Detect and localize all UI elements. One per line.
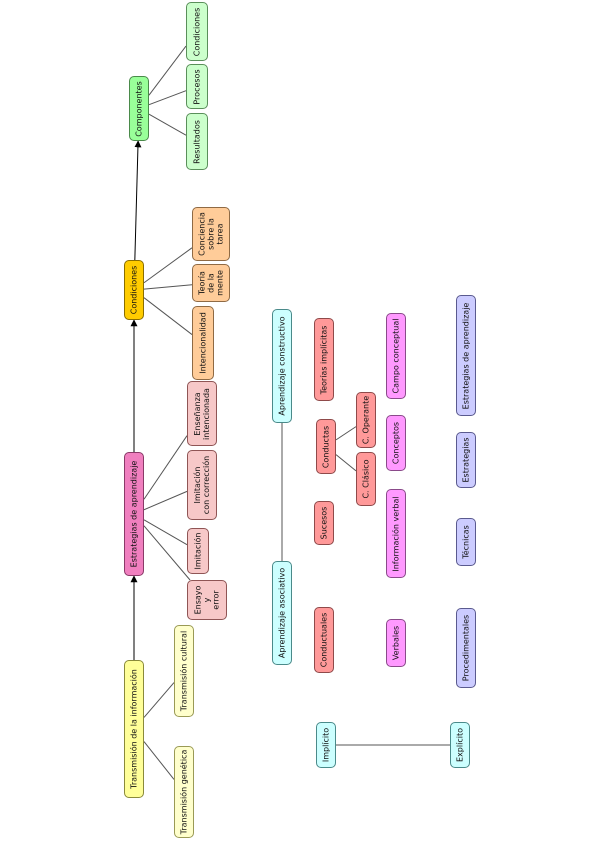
node-implicito[interactable]: Implícito xyxy=(316,722,336,768)
node-label: Campo conceptual xyxy=(391,318,401,394)
node-procedimentales[interactable]: Procedimentales xyxy=(456,608,476,688)
node-transmision-informacion[interactable]: Transmisión de la información xyxy=(124,660,144,798)
node-label: C. Clásico xyxy=(361,459,371,499)
node-label: Estrategias xyxy=(461,437,471,483)
node-label: Estrategias de aprendizaje xyxy=(129,460,139,568)
node-conceptos[interactable]: Conceptos xyxy=(386,415,406,471)
node-label: Implícito xyxy=(321,727,331,763)
edge-transmision_informacion-transmision_cultural xyxy=(143,682,175,718)
node-label: Transmisión genética xyxy=(179,749,189,835)
node-teoria-mente[interactable]: Teoría de la mente xyxy=(192,264,230,302)
node-label: C. Operante xyxy=(361,395,371,445)
node-imitacion[interactable]: Imitación xyxy=(187,528,209,574)
node-c-clasico[interactable]: C. Clásico xyxy=(356,452,376,506)
node-estrategias-aprendizaje[interactable]: Estrategias de aprendizaje xyxy=(124,452,144,576)
node-label: Explícito xyxy=(455,728,465,762)
node-campo-conceptual[interactable]: Campo conceptual xyxy=(386,313,406,399)
node-label: Sucesos xyxy=(319,506,329,540)
edge-condiciones-teoria_mente xyxy=(143,284,193,290)
node-label: Condiciones xyxy=(192,7,202,56)
edge-conductas-c_operante xyxy=(335,426,357,441)
node-label: Aprendizaje asociativo xyxy=(277,567,287,659)
node-condiciones-componentes[interactable]: Condiciones xyxy=(186,2,208,61)
edge-estrategias_aprendizaje-ensenanza_intencionada xyxy=(143,435,188,500)
edge-componentes-resultados xyxy=(148,113,187,136)
node-verbales[interactable]: Verbales xyxy=(386,619,406,667)
node-estrategias[interactable]: Estrategias xyxy=(456,432,476,488)
edge-estrategias_aprendizaje-ensayo_error xyxy=(143,525,191,581)
node-label: Estrategias de aprendizaje xyxy=(461,302,471,409)
node-imitacion-correccion[interactable]: Imitación con corrección xyxy=(187,450,217,520)
node-informacion-verbal[interactable]: Información verbal xyxy=(386,489,406,578)
edge-estrategias_aprendizaje-imitacion_correccion xyxy=(143,490,188,511)
node-sucesos[interactable]: Sucesos xyxy=(314,501,334,545)
node-label: Ensayo y error xyxy=(193,585,221,615)
node-label: Imitación xyxy=(193,532,203,570)
node-tecnicas[interactable]: Técnicas xyxy=(456,518,476,566)
node-label: Componentes xyxy=(134,80,144,137)
node-resultados[interactable]: Resultados xyxy=(186,113,208,170)
node-label: Aprendizaje constructivo xyxy=(277,316,287,416)
node-ensenanza-intencionada[interactable]: Enseñanza intencionada xyxy=(187,381,217,446)
node-label: Transmisión de la información xyxy=(129,669,139,789)
node-procesos[interactable]: Procesos xyxy=(186,64,208,109)
node-label: Enseñanza intencionada xyxy=(193,387,211,440)
edge-condiciones-conciencia_tarea xyxy=(143,247,193,284)
node-label: Transmisión cultural xyxy=(179,630,189,712)
edge-componentes-condiciones_comp xyxy=(148,45,187,96)
node-c-operante[interactable]: C. Operante xyxy=(356,392,376,448)
node-transmision-cultural[interactable]: Transmisión cultural xyxy=(174,625,194,717)
node-label: Técnicas xyxy=(461,525,471,559)
node-label: Conductuales xyxy=(319,612,329,668)
edge-estrategias_aprendizaje-imitacion xyxy=(143,519,188,546)
node-label: Imitación con corrección xyxy=(193,455,211,515)
node-explicito[interactable]: Explícito xyxy=(450,722,470,768)
node-label: Procesos xyxy=(192,68,202,105)
node-label: Verbales xyxy=(391,625,401,661)
node-intencionalidad[interactable]: Intencionalidad xyxy=(192,306,214,380)
node-label: Información verbal xyxy=(391,495,401,572)
node-label: Condiciones xyxy=(129,265,139,315)
edge-condiciones-componentes xyxy=(134,140,142,261)
node-label: Teoría de la mente xyxy=(197,270,225,296)
edge-transmision_informacion-transmision_genetica xyxy=(143,741,175,780)
node-componentes[interactable]: Componentes xyxy=(129,76,149,141)
node-label: Teorías implícitas xyxy=(319,325,329,394)
node-label: Procedimentales xyxy=(461,614,471,682)
node-transmision-genetica[interactable]: Transmisión genética xyxy=(174,746,194,838)
node-teorias-implicitas[interactable]: Teorías implícitas xyxy=(314,318,334,401)
node-aprendizaje-constructivo[interactable]: Aprendizaje constructivo xyxy=(272,309,292,423)
node-label: Conceptos xyxy=(391,421,401,465)
node-label: Conductas xyxy=(321,425,331,468)
node-label: Intencionalidad xyxy=(198,312,208,374)
edge-conductas-c_clasico xyxy=(335,454,357,472)
node-label: Conciencia sobre la tarea xyxy=(197,212,225,256)
edge-condiciones-intencionalidad xyxy=(143,297,193,335)
node-label: Resultados xyxy=(192,119,202,164)
node-conciencia-tarea[interactable]: Conciencia sobre la tarea xyxy=(192,207,230,261)
node-ensayo-error[interactable]: Ensayo y error xyxy=(187,580,227,620)
node-conductas[interactable]: Conductas xyxy=(316,419,336,474)
edge-componentes-procesos xyxy=(148,90,187,106)
node-conductuales[interactable]: Conductuales xyxy=(314,607,334,673)
node-aprendizaje-asociativo[interactable]: Aprendizaje asociativo xyxy=(272,561,292,665)
node-condiciones[interactable]: Condiciones xyxy=(124,260,144,320)
node-estrategias-de-aprendizaje-2[interactable]: Estrategias de aprendizaje xyxy=(456,295,476,416)
